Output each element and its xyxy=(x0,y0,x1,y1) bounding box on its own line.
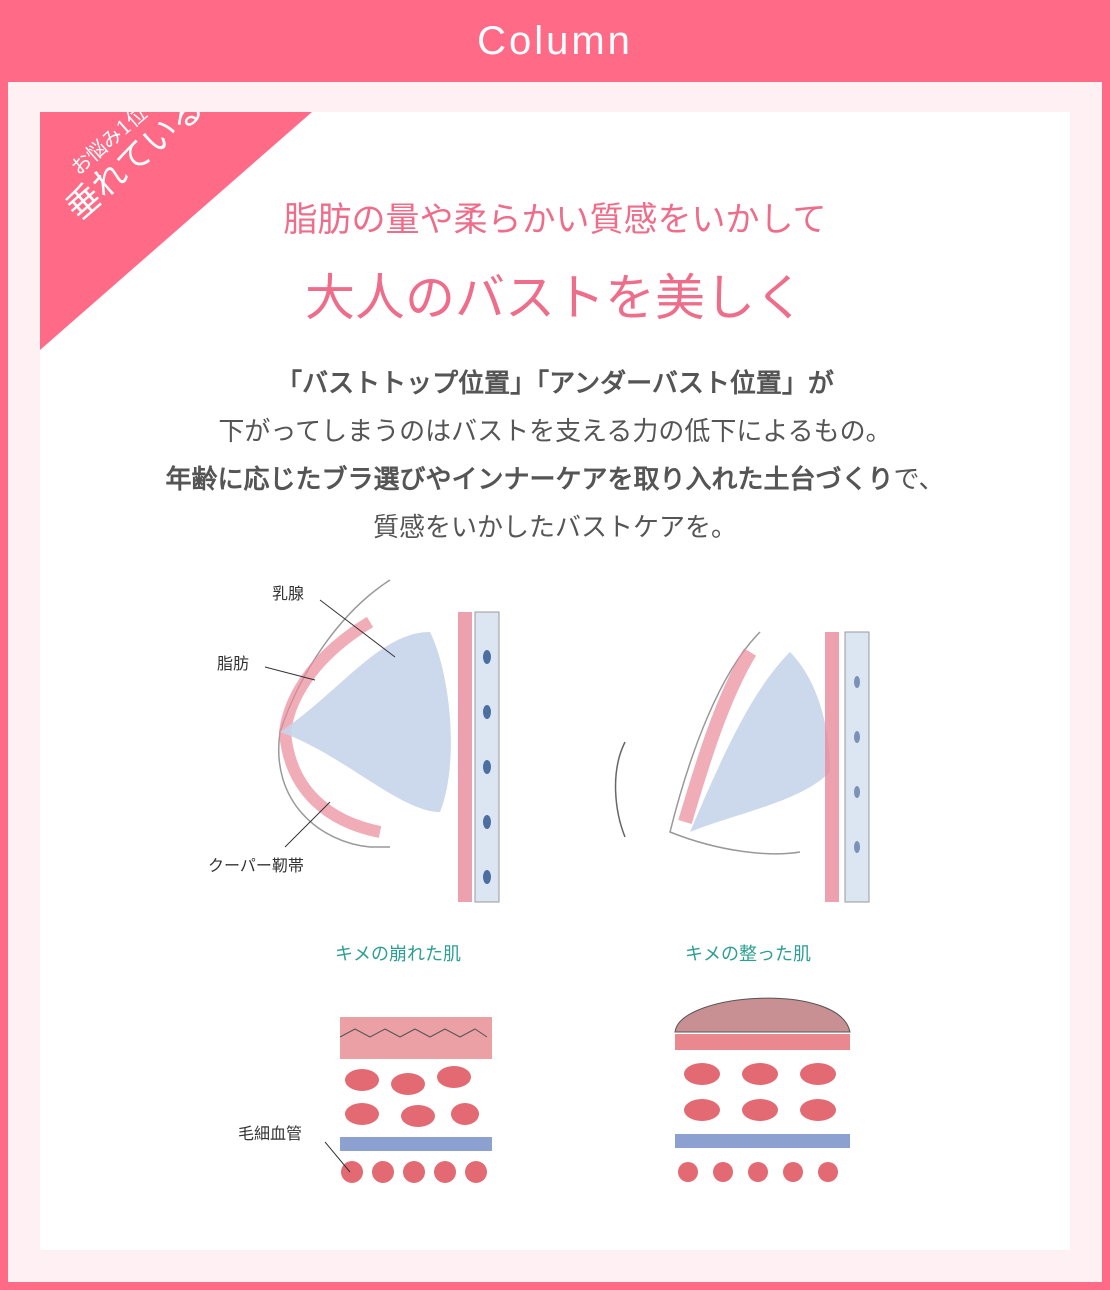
body-line-1: 「バストトップ位置」「アンダーバスト位置」が xyxy=(276,369,834,399)
body-line-4: 質感をいかしたバストケアを。 xyxy=(372,513,737,543)
subtitle: 脂肪の量や柔らかい質感をいかして xyxy=(283,200,827,240)
illustrations xyxy=(264,579,870,1183)
page-title: 大人のバストを美しく xyxy=(305,269,805,327)
body-text: 「バストトップ位置」「アンダーバスト位置」が 下がってしまうのはバストを支える力… xyxy=(40,360,1070,552)
skin-illustration-even xyxy=(674,997,851,1182)
breast-illustration-lifted xyxy=(614,631,870,903)
column-header: Column xyxy=(477,18,633,63)
body-line-3: 年齢に応じたブラ選びやインナーケアを取り入れた土台づくりで、 xyxy=(165,465,945,495)
body-line-2: 下がってしまうのはバストを支える力の低下によるもの。 xyxy=(218,417,892,447)
corner-badge xyxy=(40,112,312,350)
column-panel: お悩み1位 垂れている 脂肪の量や柔らかい質感をいかして 大人のバストを美しく … xyxy=(40,112,1070,1250)
label-cooper: クーパー靭帯 xyxy=(208,856,304,875)
skin-illustration-broken xyxy=(324,1017,492,1183)
label-fat: 脂肪 xyxy=(217,654,250,673)
caption-even: キメの整った肌 xyxy=(685,944,811,965)
arrow-icon xyxy=(614,741,626,838)
label-capillary: 毛細血管 xyxy=(238,1124,303,1143)
label-mammary: 乳腺 xyxy=(272,584,305,603)
breast-illustration-sagging xyxy=(264,579,500,903)
caption-broken: キメの崩れた肌 xyxy=(335,944,461,965)
